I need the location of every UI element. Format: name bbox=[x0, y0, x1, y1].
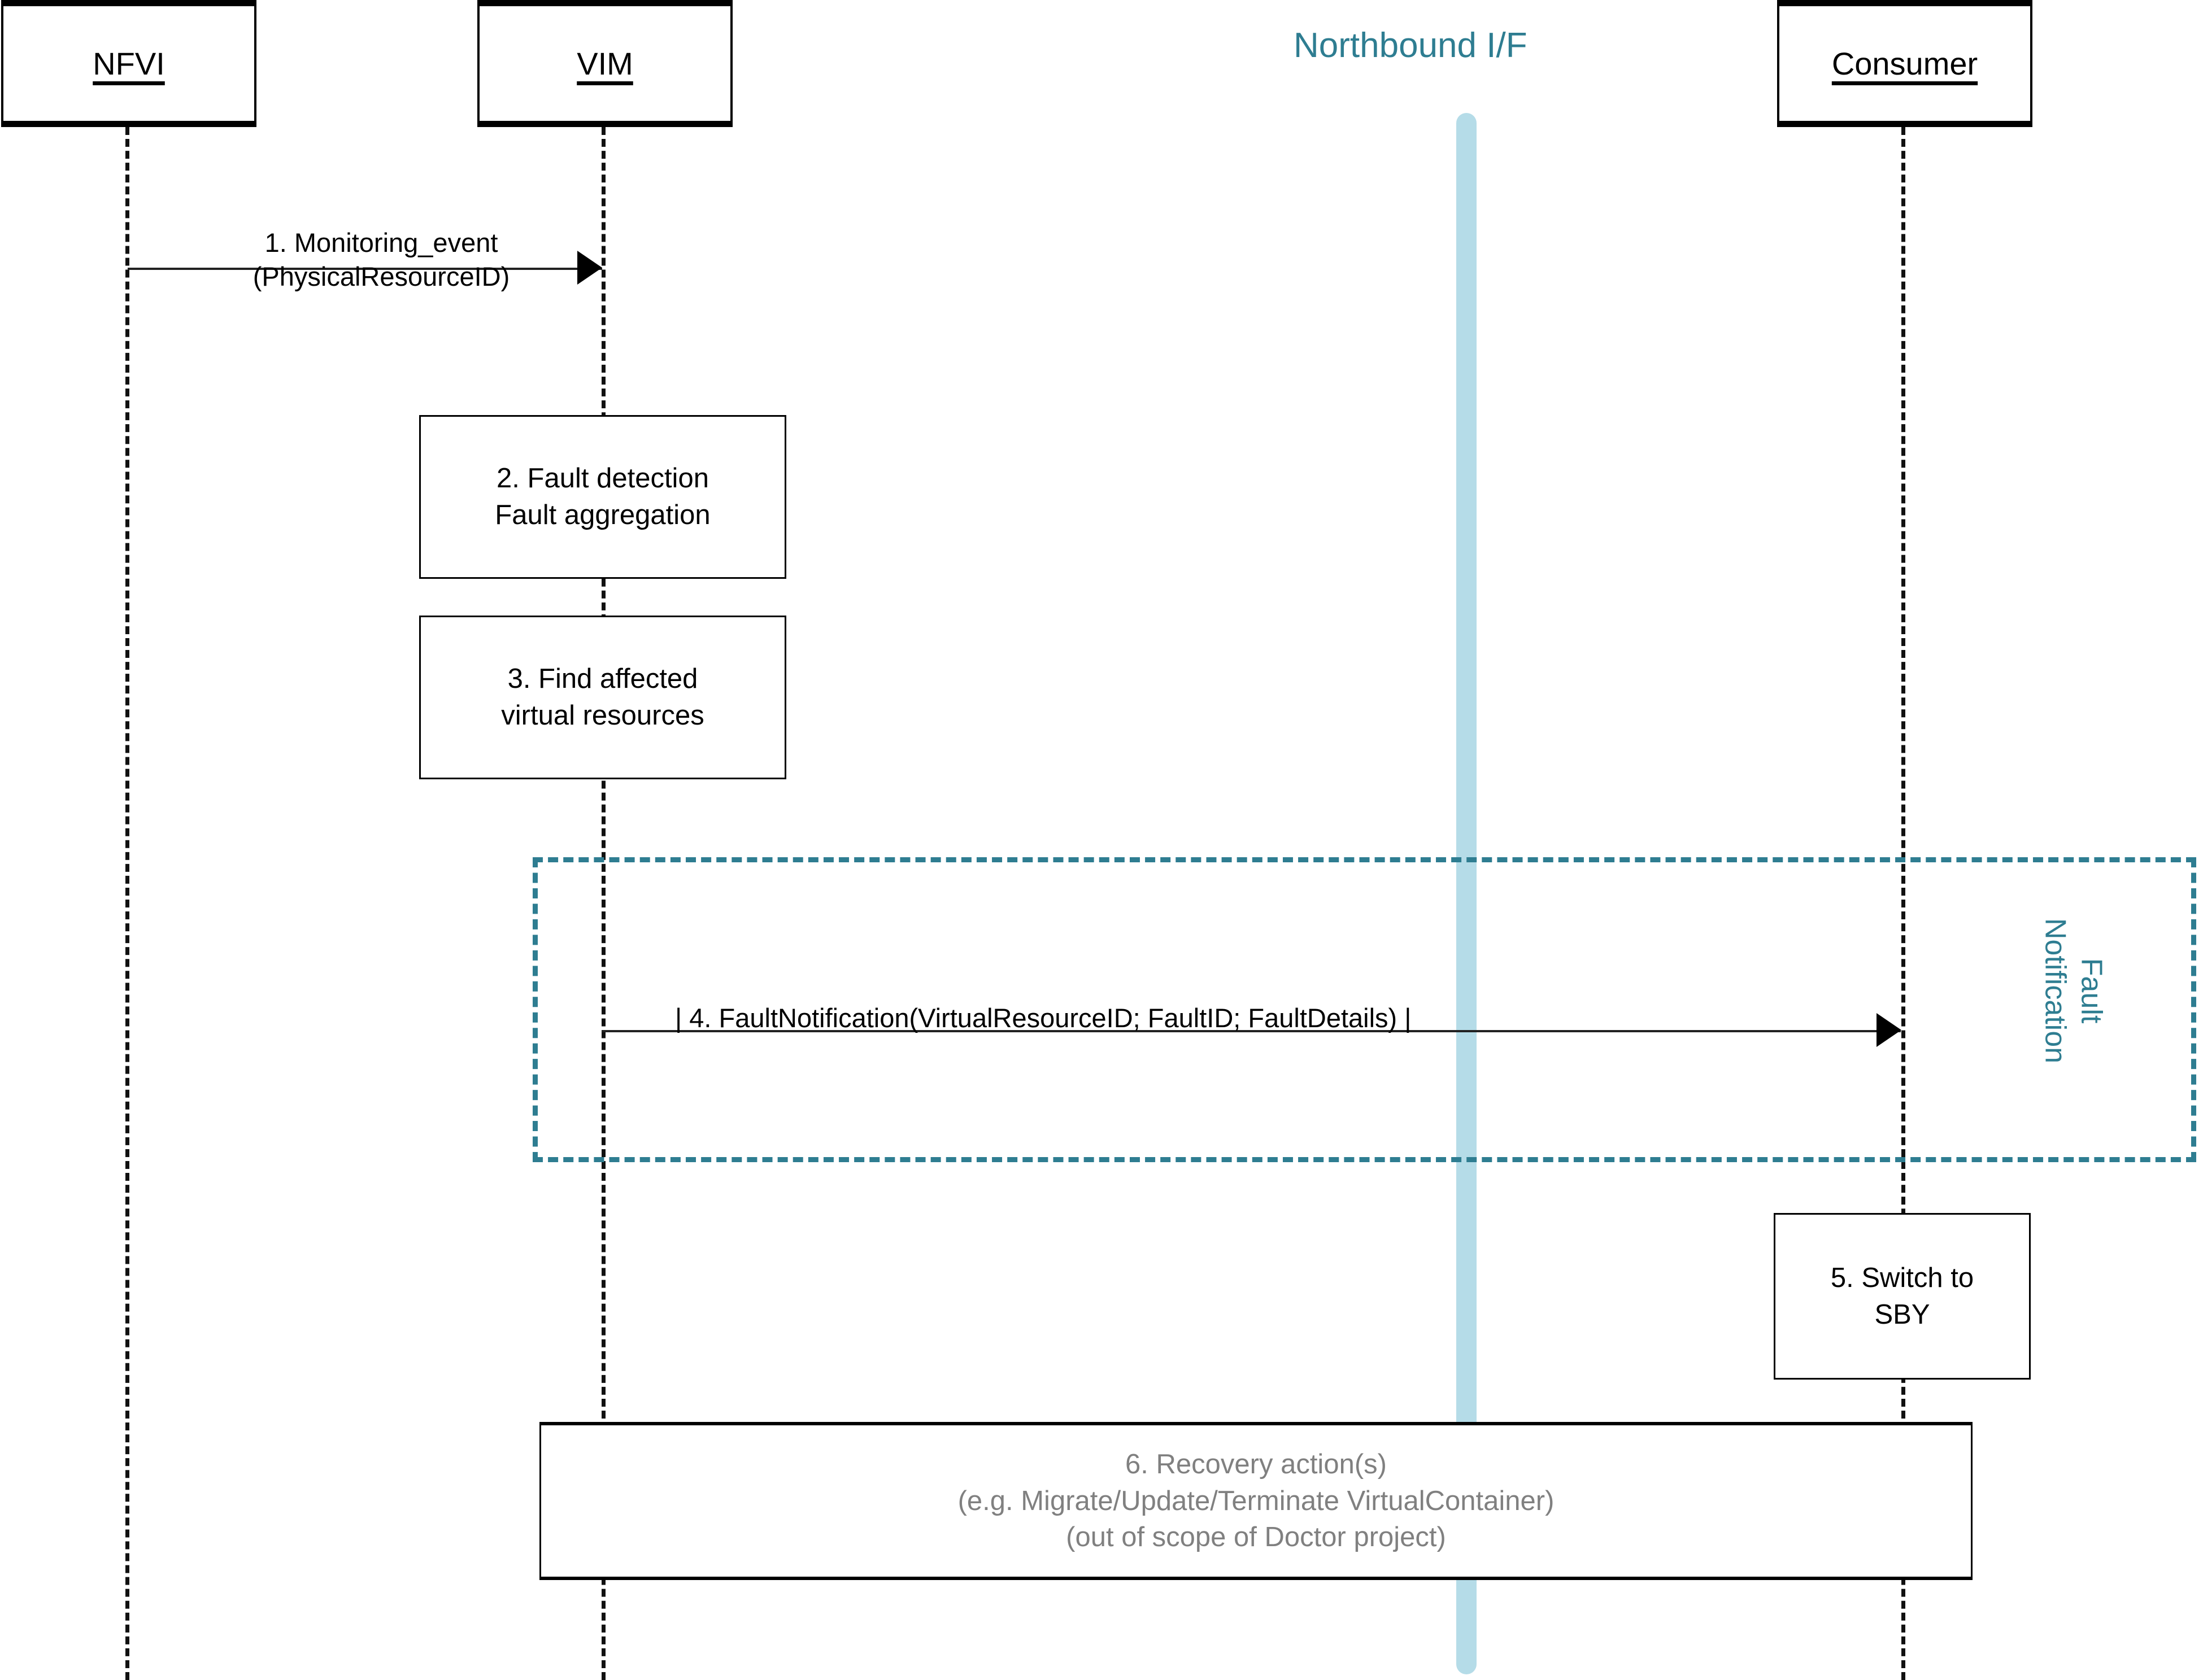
action-box-2-line1: 2. Fault detection bbox=[497, 463, 709, 494]
action-box-6-recovery[interactable]: 6. Recovery action(s) (e.g. Migrate/Upda… bbox=[539, 1422, 1973, 1580]
message-1-label-line2: (PhysicalResourceID) bbox=[252, 261, 510, 292]
action-box-3[interactable]: 3. Find affected virtual resources bbox=[419, 616, 786, 779]
action-box-3-line2: virtual resources bbox=[501, 700, 704, 731]
message-1-arrowhead bbox=[577, 251, 602, 285]
lifeline-nfvi bbox=[125, 127, 129, 1680]
action-box-2[interactable]: 2. Fault detection Fault aggregation bbox=[419, 415, 786, 579]
action-box-6-line3: (out of scope of Doctor project) bbox=[1066, 1522, 1446, 1553]
message-4-line bbox=[602, 1030, 1901, 1032]
action-box-6-line1: 6. Recovery action(s) bbox=[1125, 1448, 1387, 1480]
message-1-label-line1: 1. Monitoring_event bbox=[264, 228, 498, 258]
action-box-5-line1: 5. Switch to bbox=[1830, 1262, 1974, 1293]
northbound-interface-bar bbox=[1456, 113, 1477, 1674]
action-box-5-line2: SBY bbox=[1874, 1299, 1930, 1330]
lifeline-consumer bbox=[1901, 127, 1905, 1680]
message-4-label: | 4. FaultNotification(VirtualResourceID… bbox=[675, 1003, 1412, 1033]
message-1-label: 1. Monitoring_event (PhysicalResourceID) bbox=[203, 226, 559, 294]
message-4-arrowhead bbox=[1877, 1013, 1901, 1047]
actor-label-nfvi: NFVI bbox=[93, 46, 165, 81]
fault-notification-fragment-label: Fault Notification bbox=[2037, 900, 2110, 1081]
actor-box-vim[interactable]: VIM bbox=[477, 0, 733, 127]
northbound-interface-label: Northbound I/F bbox=[1294, 26, 1527, 65]
action-box-3-line1: 3. Find affected bbox=[507, 664, 698, 695]
action-box-6-line2: (e.g. Migrate/Update/Terminate VirtualCo… bbox=[957, 1485, 1555, 1516]
actor-label-vim: VIM bbox=[577, 46, 633, 81]
action-box-5[interactable]: 5. Switch to SBY bbox=[1774, 1213, 2031, 1380]
message-1-line bbox=[128, 268, 602, 270]
actor-box-nfvi[interactable]: NFVI bbox=[1, 0, 256, 127]
actor-label-consumer: Consumer bbox=[1831, 46, 1978, 81]
fragment-label-line1: Fault bbox=[2075, 958, 2108, 1024]
actor-box-consumer[interactable]: Consumer bbox=[1777, 0, 2032, 127]
lifeline-vim bbox=[602, 127, 606, 1680]
action-box-2-line2: Fault aggregation bbox=[495, 500, 711, 530]
fragment-label-line2: Notification bbox=[2039, 918, 2071, 1064]
